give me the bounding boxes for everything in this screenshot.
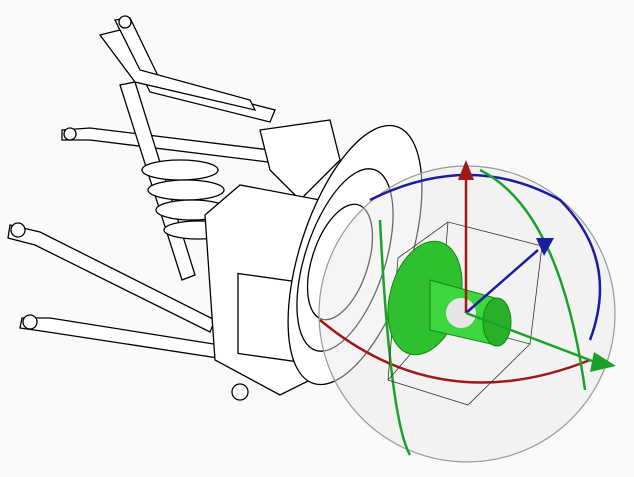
wheel-hub-icon[interactable] — [376, 233, 512, 363]
translate-z-arrow-icon[interactable] — [465, 238, 554, 314]
translate-y-arrow-icon[interactable] — [458, 160, 474, 313]
translate-x-arrow-icon[interactable] — [465, 311, 616, 372]
